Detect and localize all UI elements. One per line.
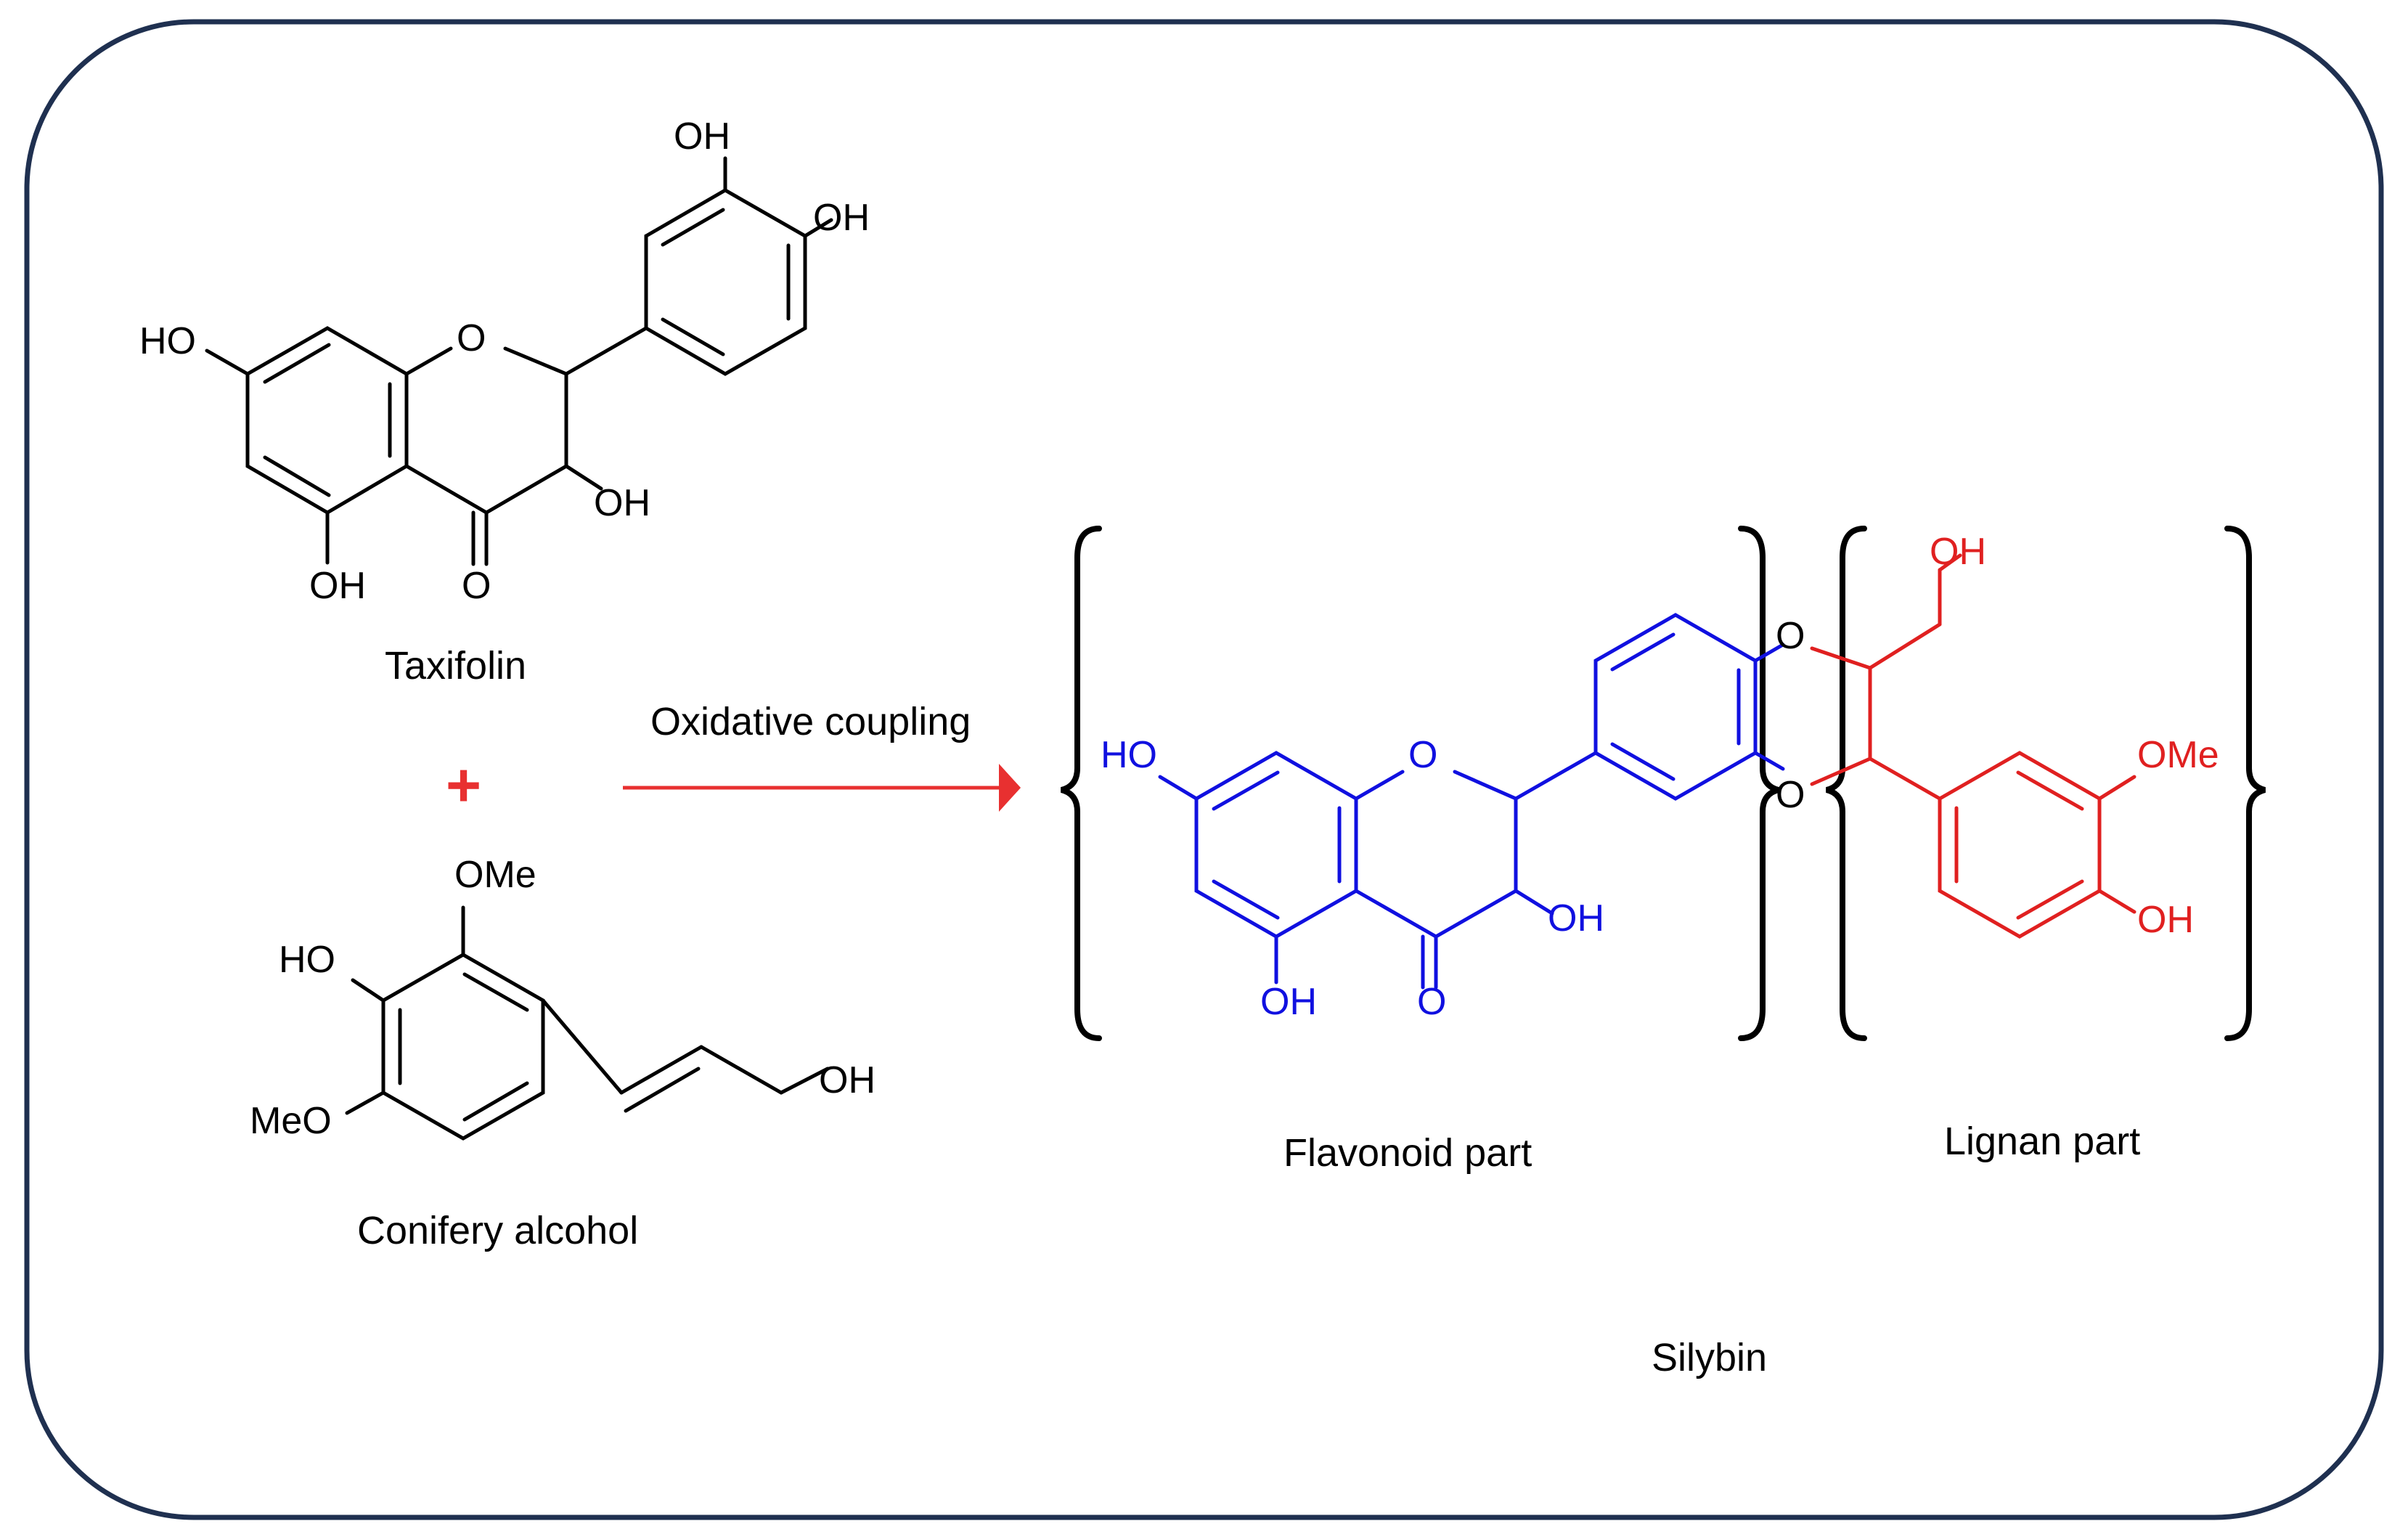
flavonoid-keto-o: O [1417, 981, 1446, 1023]
flavonoid-oh-5: OH [1260, 981, 1317, 1023]
coniferyl-alcohol-structure [345, 905, 830, 1141]
taxifolin-ring-o: O [457, 317, 486, 359]
flavonoid-part-structure [1158, 613, 1785, 990]
taxifolin-caption: Taxifolin [385, 644, 526, 688]
lignan-part-caption: Lignan part [1944, 1120, 2140, 1163]
taxifolin-oh-7: HO [139, 320, 196, 362]
taxifolin-oh-3: OH [594, 482, 650, 524]
flavonoid-part-caption: Flavonoid part [1283, 1131, 1532, 1175]
coniferyl-alcohol-caption: Conifery alcohol [357, 1209, 638, 1252]
outer-frame [24, 19, 2384, 1520]
coniferyl-ome-bottom: MeO [250, 1100, 332, 1142]
lignan-oh-ch2: OH [1930, 531, 1986, 573]
flavonoid-oh-3: OH [1548, 897, 1604, 939]
reaction-arrow-head [999, 764, 1021, 812]
taxifolin-oh-4p: OH [813, 197, 870, 239]
flavonoid-oh-7: HO [1101, 734, 1157, 776]
braces [1060, 526, 2266, 1041]
product-name: Silybin [1652, 1336, 1767, 1379]
arrow-label: Oxidative coupling [650, 700, 971, 743]
plus-sign: + [446, 751, 481, 819]
lignan-ome: OMe [2137, 734, 2219, 776]
lignan-part-structure [1810, 553, 2136, 939]
bridge-o-bottom: O [1776, 774, 1805, 816]
bridge-o-top: O [1776, 615, 1805, 657]
taxifolin-oh-5: OH [309, 565, 366, 607]
coniferyl-oh-chain: OH [819, 1059, 876, 1101]
lignan-oh-ring: OH [2137, 899, 2194, 941]
taxifolin-oh-3p: OH [674, 115, 730, 158]
taxifolin-structure [205, 156, 833, 566]
coniferyl-ome-top: OMe [454, 854, 536, 896]
coniferyl-oh-ring: HO [279, 939, 335, 981]
taxifolin-keto-o: O [462, 565, 491, 607]
flavonoid-ring-o: O [1408, 734, 1437, 776]
